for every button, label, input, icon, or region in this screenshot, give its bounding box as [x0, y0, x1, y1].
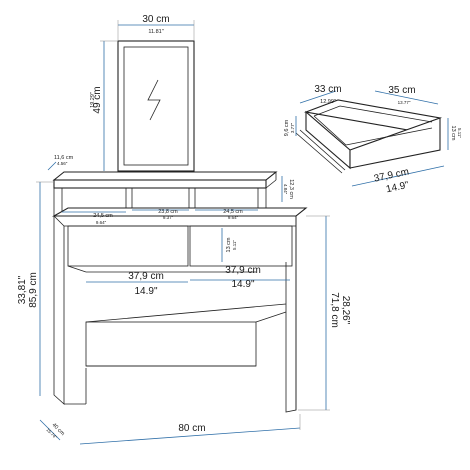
drawer-depth-in: 12.99" — [320, 99, 336, 105]
total-height-in: 33,81" — [17, 275, 28, 304]
reflection-icon — [147, 79, 161, 121]
drawer-width-in: 14.9" — [385, 180, 410, 196]
table-width-cm: 80 cm — [178, 423, 205, 434]
inner-height-in: 28,26" — [340, 296, 351, 325]
mirror-height-cm: 49 cm — [92, 86, 103, 113]
mirror-height-in: 19.29" — [90, 92, 96, 108]
drawer-2-in: 14.9" — [231, 279, 254, 290]
drawer-right-height-cm: 13 cm — [450, 126, 456, 141]
mirror — [117, 40, 195, 172]
inner-height-cm: 71,8 cm — [329, 292, 340, 328]
drawer-height-dimension: 13 cm 5.11" — [221, 228, 237, 262]
drawer-width-dimensions: 37,9 cm 14.9" 37,9 cm 14.9" — [86, 265, 290, 297]
compartment-3-in: 9.64" — [228, 215, 239, 220]
total-height-cm: 85,9 cm — [28, 272, 39, 308]
table-width-dimension: 80 cm — [79, 414, 301, 445]
mirror-height-dimension: 49 cm 19.29" — [90, 40, 117, 171]
compartment-2-in: 9.37" — [163, 215, 174, 220]
drawer-inner-depth-in: 13.77" — [398, 100, 411, 105]
shelf-height-dimension: 12,3 cm 4.84" — [281, 176, 294, 202]
drawer-height-cm: 13 cm — [226, 237, 232, 252]
compartment-1-cm: 24,5 cm — [93, 213, 113, 219]
compartment-2-cm: 23,8 cm — [158, 209, 178, 215]
drawer-detail-dimensions: 33 cm 12.99" 35 cm 13.77" 9,6 cm 3.77" 1… — [284, 84, 462, 195]
total-height-dimension: 85,9 cm 33,81" — [17, 181, 54, 396]
mirror-width-cm: 30 cm — [142, 14, 169, 25]
drawer-2-cm: 37,9 cm — [225, 265, 261, 276]
drawer-detail — [295, 99, 443, 174]
compartment-3-cm: 24,5 cm — [223, 209, 243, 215]
drawer-depth-cm: 33 cm — [314, 84, 341, 95]
compartment-dimensions: 24,5 cm 9.64" 23,8 cm 9.37" 24,5 cm 9.64… — [62, 209, 258, 225]
shelf-height-in: 4.84" — [283, 184, 288, 195]
compartment-1-in: 9.64" — [96, 220, 107, 225]
mirror-width-dimension: 30 cm 11.81" — [117, 14, 195, 40]
drawer-1-in: 14.9" — [134, 286, 157, 297]
shelf-depth-dimension: 11,6 cm 4.56" — [47, 155, 74, 171]
drawer-right-height-in: 5.11" — [457, 128, 462, 138]
drawer-height-in: 5.11" — [232, 240, 237, 250]
table-depth-dimension: 40 cm 15.74" — [39, 419, 66, 441]
drawer-left-height-cm: 9,6 cm — [284, 119, 290, 136]
inner-height-dimension: 71,8 cm 28,26" — [298, 215, 351, 411]
drawer-left-height-in: 3.77" — [290, 122, 295, 133]
shelf-depth-in: 4.56" — [57, 161, 68, 166]
mirror-width-in: 11.81" — [148, 29, 163, 35]
drawer-inner-depth-cm: 35 cm — [388, 85, 415, 96]
shelf-depth-cm: 11,6 cm — [54, 155, 74, 161]
shelf-height-cm: 12,3 cm — [288, 179, 294, 199]
drawer-1-cm: 37,9 cm — [128, 271, 164, 282]
dressing-table — [51, 171, 308, 413]
